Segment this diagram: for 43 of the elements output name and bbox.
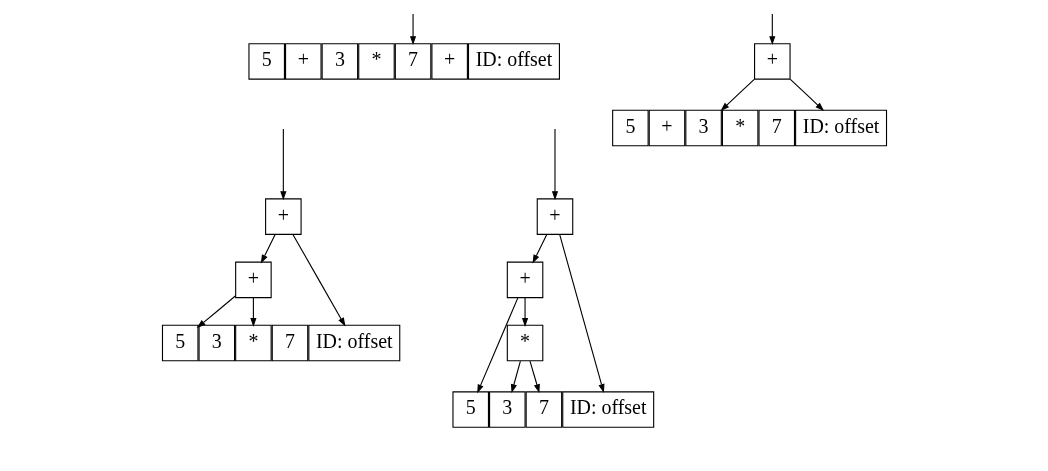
- arrow: [528, 360, 540, 394]
- node-box: +: [264, 198, 302, 235]
- node-box: *: [234, 324, 272, 362]
- arrow: [789, 78, 824, 111]
- node-box: 7: [271, 324, 308, 362]
- arrow: [260, 233, 276, 264]
- node-box: +: [648, 109, 685, 147]
- node-box: ID: offset: [794, 109, 887, 147]
- arrow: [768, 13, 775, 46]
- node-box: 7: [394, 43, 431, 80]
- node-box: +: [753, 43, 791, 80]
- node-box: +: [506, 261, 543, 299]
- node-box: 3: [488, 391, 526, 428]
- node-box: *: [357, 43, 395, 80]
- node-box: +: [284, 43, 322, 80]
- arrow: [521, 297, 528, 327]
- node-box: 7: [757, 109, 795, 147]
- node-box: 7: [525, 391, 562, 428]
- node-box: ID: offset: [467, 43, 560, 80]
- node-box: +: [430, 43, 468, 80]
- arrow: [291, 233, 345, 327]
- node-box: 3: [321, 43, 358, 80]
- arrow: [409, 13, 416, 46]
- node-box: 5: [161, 324, 198, 362]
- arrow: [558, 234, 604, 393]
- node-box: +: [234, 261, 272, 299]
- node-box: 3: [198, 324, 235, 362]
- node-box: *: [506, 324, 543, 362]
- node-box: ID: offset: [307, 324, 400, 362]
- node-box: 3: [684, 109, 722, 147]
- arrow: [249, 297, 256, 327]
- arrow: [532, 233, 547, 264]
- node-box: *: [721, 109, 758, 147]
- arrow: [551, 128, 558, 201]
- node-box: ID: offset: [561, 391, 654, 428]
- arrow: [279, 128, 286, 201]
- node-box: 5: [451, 391, 489, 428]
- node-box: +: [536, 198, 573, 235]
- arrow: [720, 78, 755, 111]
- arrow: [476, 297, 518, 394]
- arrow: [510, 360, 521, 394]
- node-box: 5: [611, 109, 649, 147]
- node-box: 5: [247, 43, 285, 80]
